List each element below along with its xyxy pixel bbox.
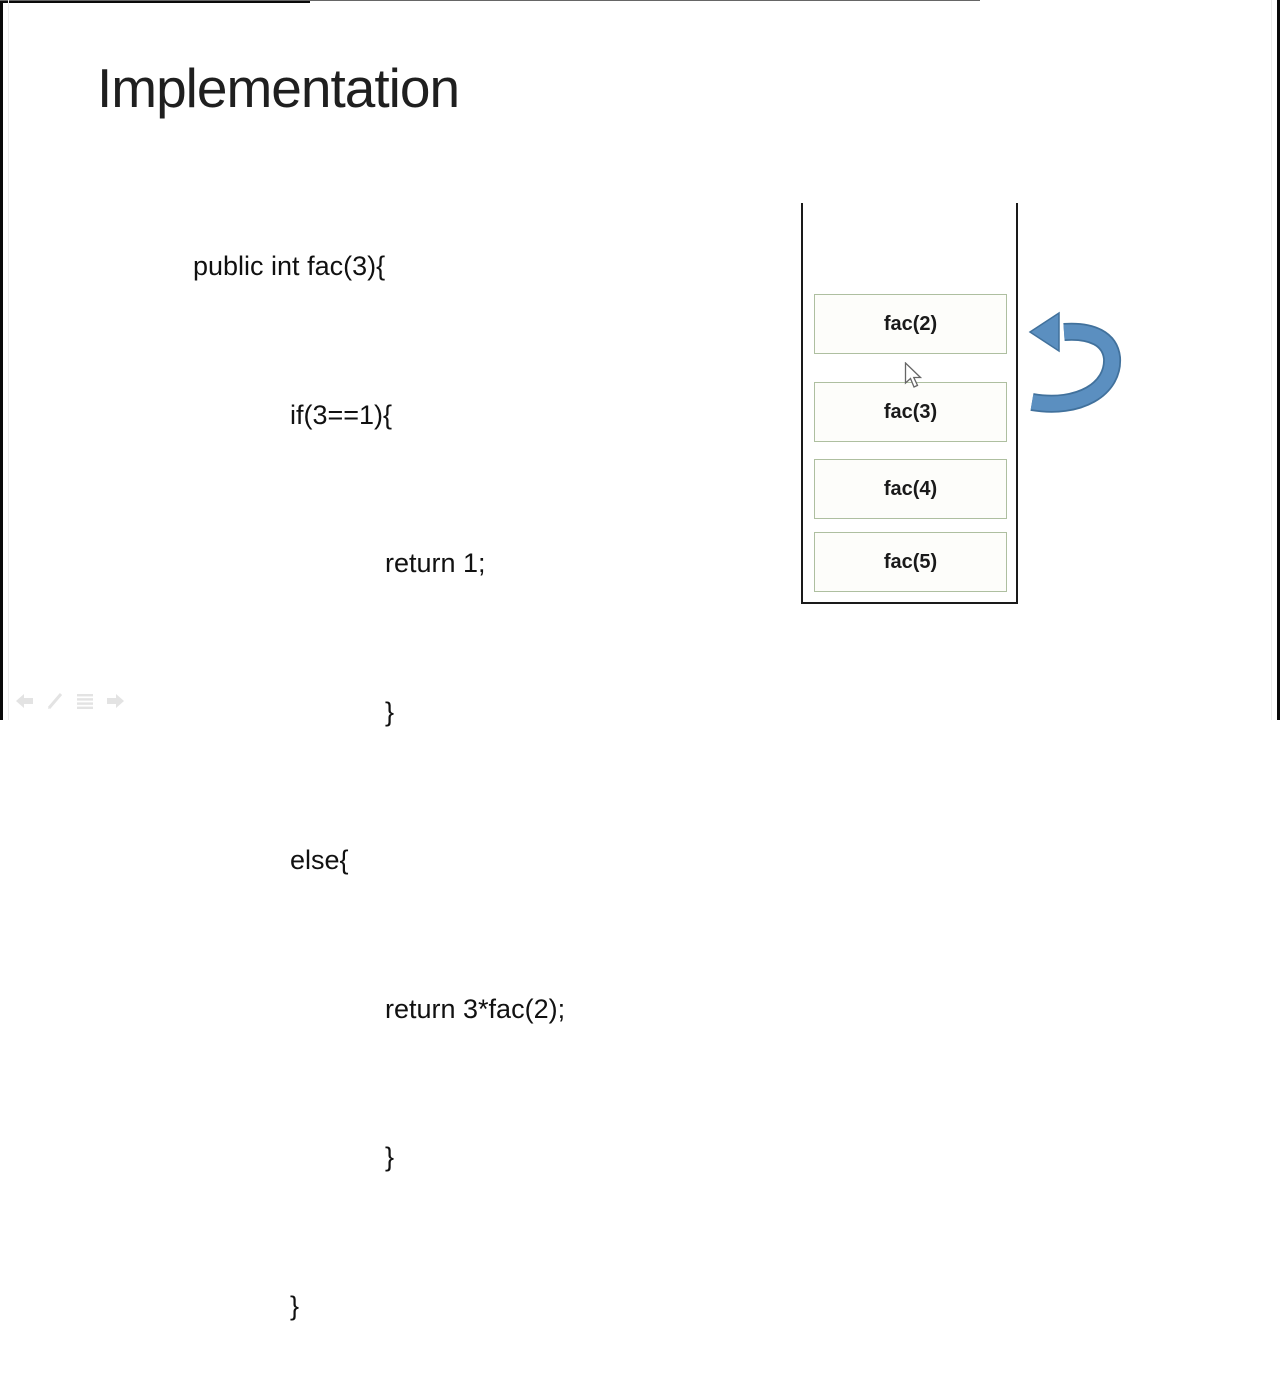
stack-frame-label: fac(3) <box>883 400 938 423</box>
right-frame-edge <box>1277 0 1280 720</box>
stack-frame-fac4: fac(4) <box>814 459 1007 519</box>
menu-icon[interactable] <box>74 691 96 711</box>
call-stack-container: fac(2) fac(3) fac(4) fac(5) <box>801 203 1018 604</box>
code-line: } <box>385 696 395 727</box>
stack-frame-fac2: fac(2) <box>814 294 1007 354</box>
code-line: } <box>290 1290 300 1321</box>
next-slide-icon[interactable] <box>104 691 126 711</box>
top-frame-edge-thin <box>0 0 980 1</box>
curved-return-arrow-icon <box>1028 311 1121 413</box>
code-line: return 1; <box>385 548 486 578</box>
code-line: return 3*fac(2); <box>385 993 566 1024</box>
stack-frame-label: fac(4) <box>883 477 938 500</box>
slide-right-shadow <box>1271 0 1272 720</box>
code-block: public int fac(3){ if(3==1){ return 1; }… <box>193 143 565 1381</box>
left-frame-edge <box>0 0 3 720</box>
top-frame-edge <box>0 0 310 3</box>
previous-slide-icon[interactable] <box>14 691 36 711</box>
code-line: if(3==1){ <box>290 399 393 430</box>
code-line: } <box>385 1142 395 1172</box>
stack-frame-fac3: fac(3) <box>814 382 1007 442</box>
presenter-toolbar <box>14 690 144 712</box>
slide-title: Implementation <box>97 57 460 119</box>
stack-frame-fac5: fac(5) <box>814 532 1007 592</box>
code-line: public int fac(3){ <box>193 251 386 281</box>
mouse-pointer-icon <box>904 362 922 388</box>
code-line: else{ <box>290 845 349 875</box>
slide-left-shadow <box>8 0 9 720</box>
pen-icon[interactable] <box>44 691 66 711</box>
stack-frame-label: fac(5) <box>883 550 938 573</box>
stack-frame-label: fac(2) <box>883 312 938 335</box>
